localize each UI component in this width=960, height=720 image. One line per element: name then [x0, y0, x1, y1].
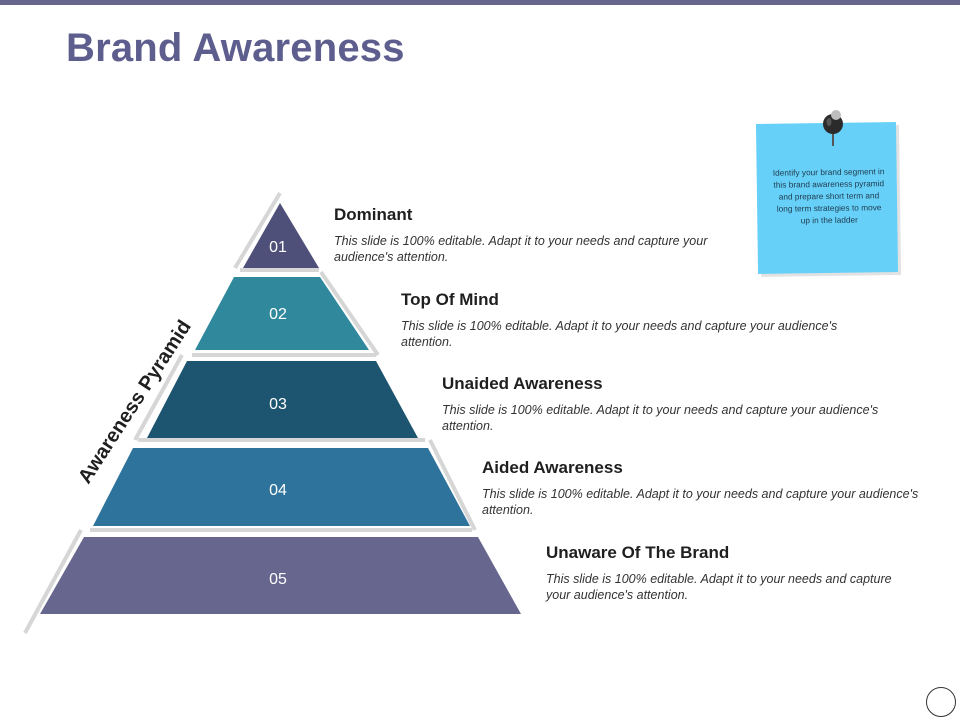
level-heading-02: Top Of Mind	[401, 290, 499, 309]
level-item-05: Unaware Of The Brand This slide is 100% …	[546, 543, 906, 603]
sticky-note-text: Identify your brand segment in this bran…	[772, 166, 885, 226]
pyramid-level-02[interactable]	[195, 277, 369, 350]
pyramid-level-04[interactable]	[93, 448, 470, 526]
level-heading-05: Unaware Of The Brand	[546, 543, 730, 562]
level-item-01: Dominant This slide is 100% editable. Ad…	[334, 205, 764, 265]
pyramid-level-01[interactable]	[243, 203, 319, 268]
level-number-04: 04	[269, 482, 287, 499]
level-number-01: 01	[269, 239, 287, 256]
level-description-01: This slide is 100% editable. Adapt it to…	[334, 234, 708, 264]
level-description-04: This slide is 100% editable. Adapt it to…	[482, 487, 919, 517]
level-description-05: This slide is 100% editable. Adapt it to…	[546, 572, 892, 602]
level-heading-01: Dominant	[334, 205, 413, 224]
level-item-02: Top Of Mind This slide is 100% editable.…	[401, 290, 841, 350]
pyramid-shadow	[23, 191, 477, 634]
circle-icon[interactable]	[926, 687, 956, 717]
level-item-03: Unaided Awareness This slide is 100% edi…	[442, 374, 882, 434]
level-item-04: Aided Awareness This slide is 100% edita…	[482, 458, 922, 518]
level-description-02: This slide is 100% editable. Adapt it to…	[401, 319, 838, 349]
page-title: Brand Awareness	[66, 26, 405, 70]
level-heading-04: Aided Awareness	[482, 458, 623, 477]
top-accent-bar	[0, 0, 960, 5]
push-pin-icon	[823, 110, 843, 146]
level-number-03: 03	[269, 396, 287, 413]
level-heading-03: Unaided Awareness	[442, 374, 603, 393]
level-number-02: 02	[269, 306, 287, 323]
level-description-03: This slide is 100% editable. Adapt it to…	[442, 403, 879, 433]
level-number-05: 05	[269, 571, 287, 588]
pyramid-level-03[interactable]	[147, 361, 418, 438]
pyramid-level-05[interactable]	[40, 537, 521, 614]
